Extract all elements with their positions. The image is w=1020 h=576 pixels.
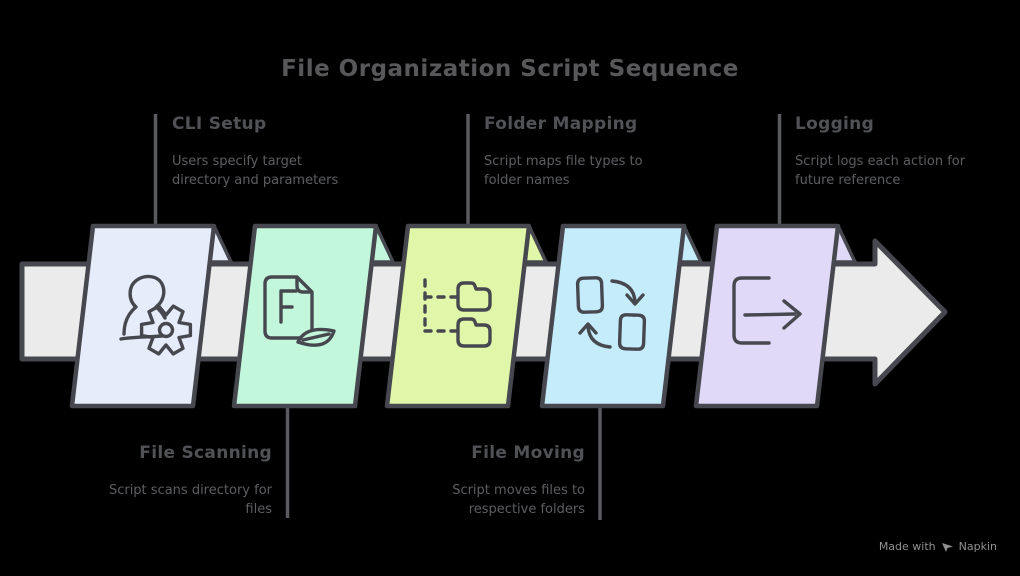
step-title: File Moving (471, 443, 585, 463)
step-label-file-moving: File Moving Script moves files to respec… (435, 443, 585, 519)
credit: Made with Napkin (879, 540, 997, 553)
step-title: Folder Mapping (484, 114, 638, 134)
step-panel-folder-mapping (384, 223, 532, 409)
file-scan-icon (263, 275, 336, 347)
step-description: Script maps file types to folder names (484, 154, 643, 189)
file-swap-icon (575, 276, 647, 351)
step-description: Script moves files to respective folders (452, 483, 585, 518)
napkin-logo-icon (941, 543, 953, 552)
file-export-icon (732, 276, 802, 345)
step-title: File Scanning (139, 443, 272, 463)
step-description: Script scans directory for files (108, 483, 272, 518)
credit-prefix: Made with (878, 540, 936, 553)
folder-tree-icon (423, 278, 492, 348)
step-label-logging: Logging Script logs each action for futu… (795, 114, 967, 190)
step-panel-file-moving (539, 223, 687, 409)
step-description: Script logs each action for future refer… (795, 154, 966, 189)
step-title: Logging (795, 114, 875, 134)
step-label-folder-mapping: Folder Mapping Script maps file types to… (484, 114, 656, 190)
step-label-cli-setup: CLI Setup Users specify target directory… (172, 114, 342, 190)
step-panel-cli-setup (69, 223, 217, 409)
page-title: File Organization Script Sequence (281, 56, 739, 82)
step-label-file-scanning: File Scanning Script scans directory for… (97, 443, 272, 519)
step-panel-file-scanning (231, 223, 379, 409)
user-gear-icon (119, 274, 193, 356)
step-description: Users specify target directory and param… (172, 154, 339, 189)
credit-brand: Napkin (958, 540, 997, 553)
step-title: CLI Setup (172, 114, 267, 134)
